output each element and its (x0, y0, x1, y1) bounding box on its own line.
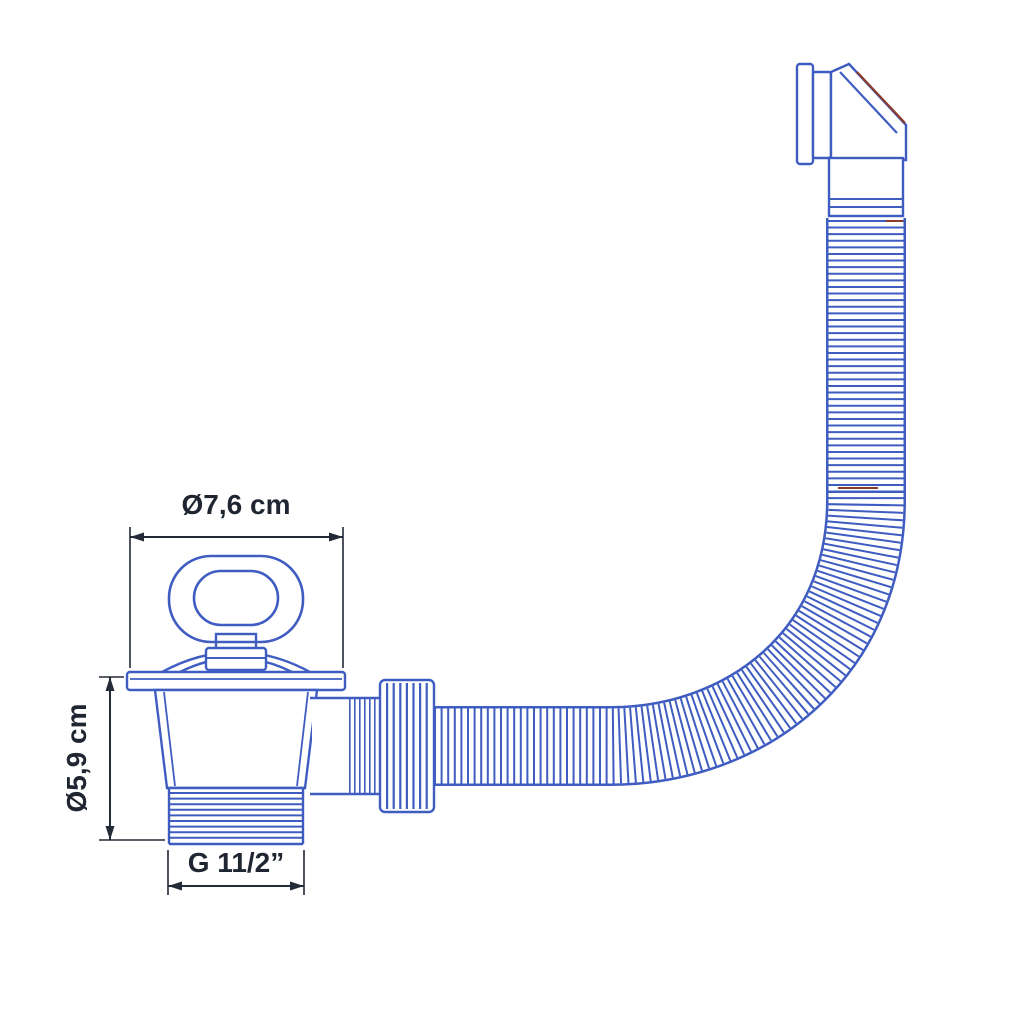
dim-left-extension-lines (99, 676, 165, 841)
dimension-label-width: Ø7,6 cm (182, 489, 291, 520)
drain-body-wall-left (163, 691, 176, 787)
dim-bottom-extension-lines (167, 850, 305, 895)
elbow-diagonal-line (839, 71, 898, 134)
elbow-diagonal-accent (856, 71, 906, 124)
drain-body-wall-right (296, 691, 309, 787)
elbow-inner-plate (811, 70, 833, 160)
handle-ring-outer (167, 554, 305, 644)
dimension-label-height: Ø5,9 cm (61, 704, 92, 813)
outlet-pipe-fill (312, 698, 382, 794)
connector-nut-outline (378, 678, 436, 814)
dim-top-arrow-left (130, 532, 144, 542)
outlet-pipe-outline (310, 696, 382, 796)
overflow-elbow (795, 62, 908, 218)
elbow-angled-body (829, 62, 908, 162)
thread-outline (167, 786, 305, 846)
dimension-top-width: Ø7,6 cm (129, 489, 344, 668)
dim-bottom-arrow-left (168, 881, 182, 891)
dim-bottom-arrow-right (290, 881, 304, 891)
hose-ribs (434, 214, 904, 784)
side-outlet (310, 678, 436, 814)
elbow-face-plate (795, 62, 815, 166)
drain-body (153, 688, 319, 790)
dim-left-arrow-bottom (105, 826, 115, 840)
handle-ring-inner (192, 569, 280, 627)
corrugated-hose (434, 214, 906, 786)
drain-assembly (125, 554, 347, 846)
drain-flange (125, 670, 347, 692)
dimension-left-height: Ø5,9 cm (61, 676, 165, 841)
dimension-label-thread: G 11/2” (188, 847, 285, 878)
dim-top-arrow-right (329, 532, 343, 542)
dimension-bottom-thread: G 11/2” (167, 847, 305, 895)
dim-left-arrow-top (105, 677, 115, 691)
dim-top-extension-lines (129, 527, 344, 668)
